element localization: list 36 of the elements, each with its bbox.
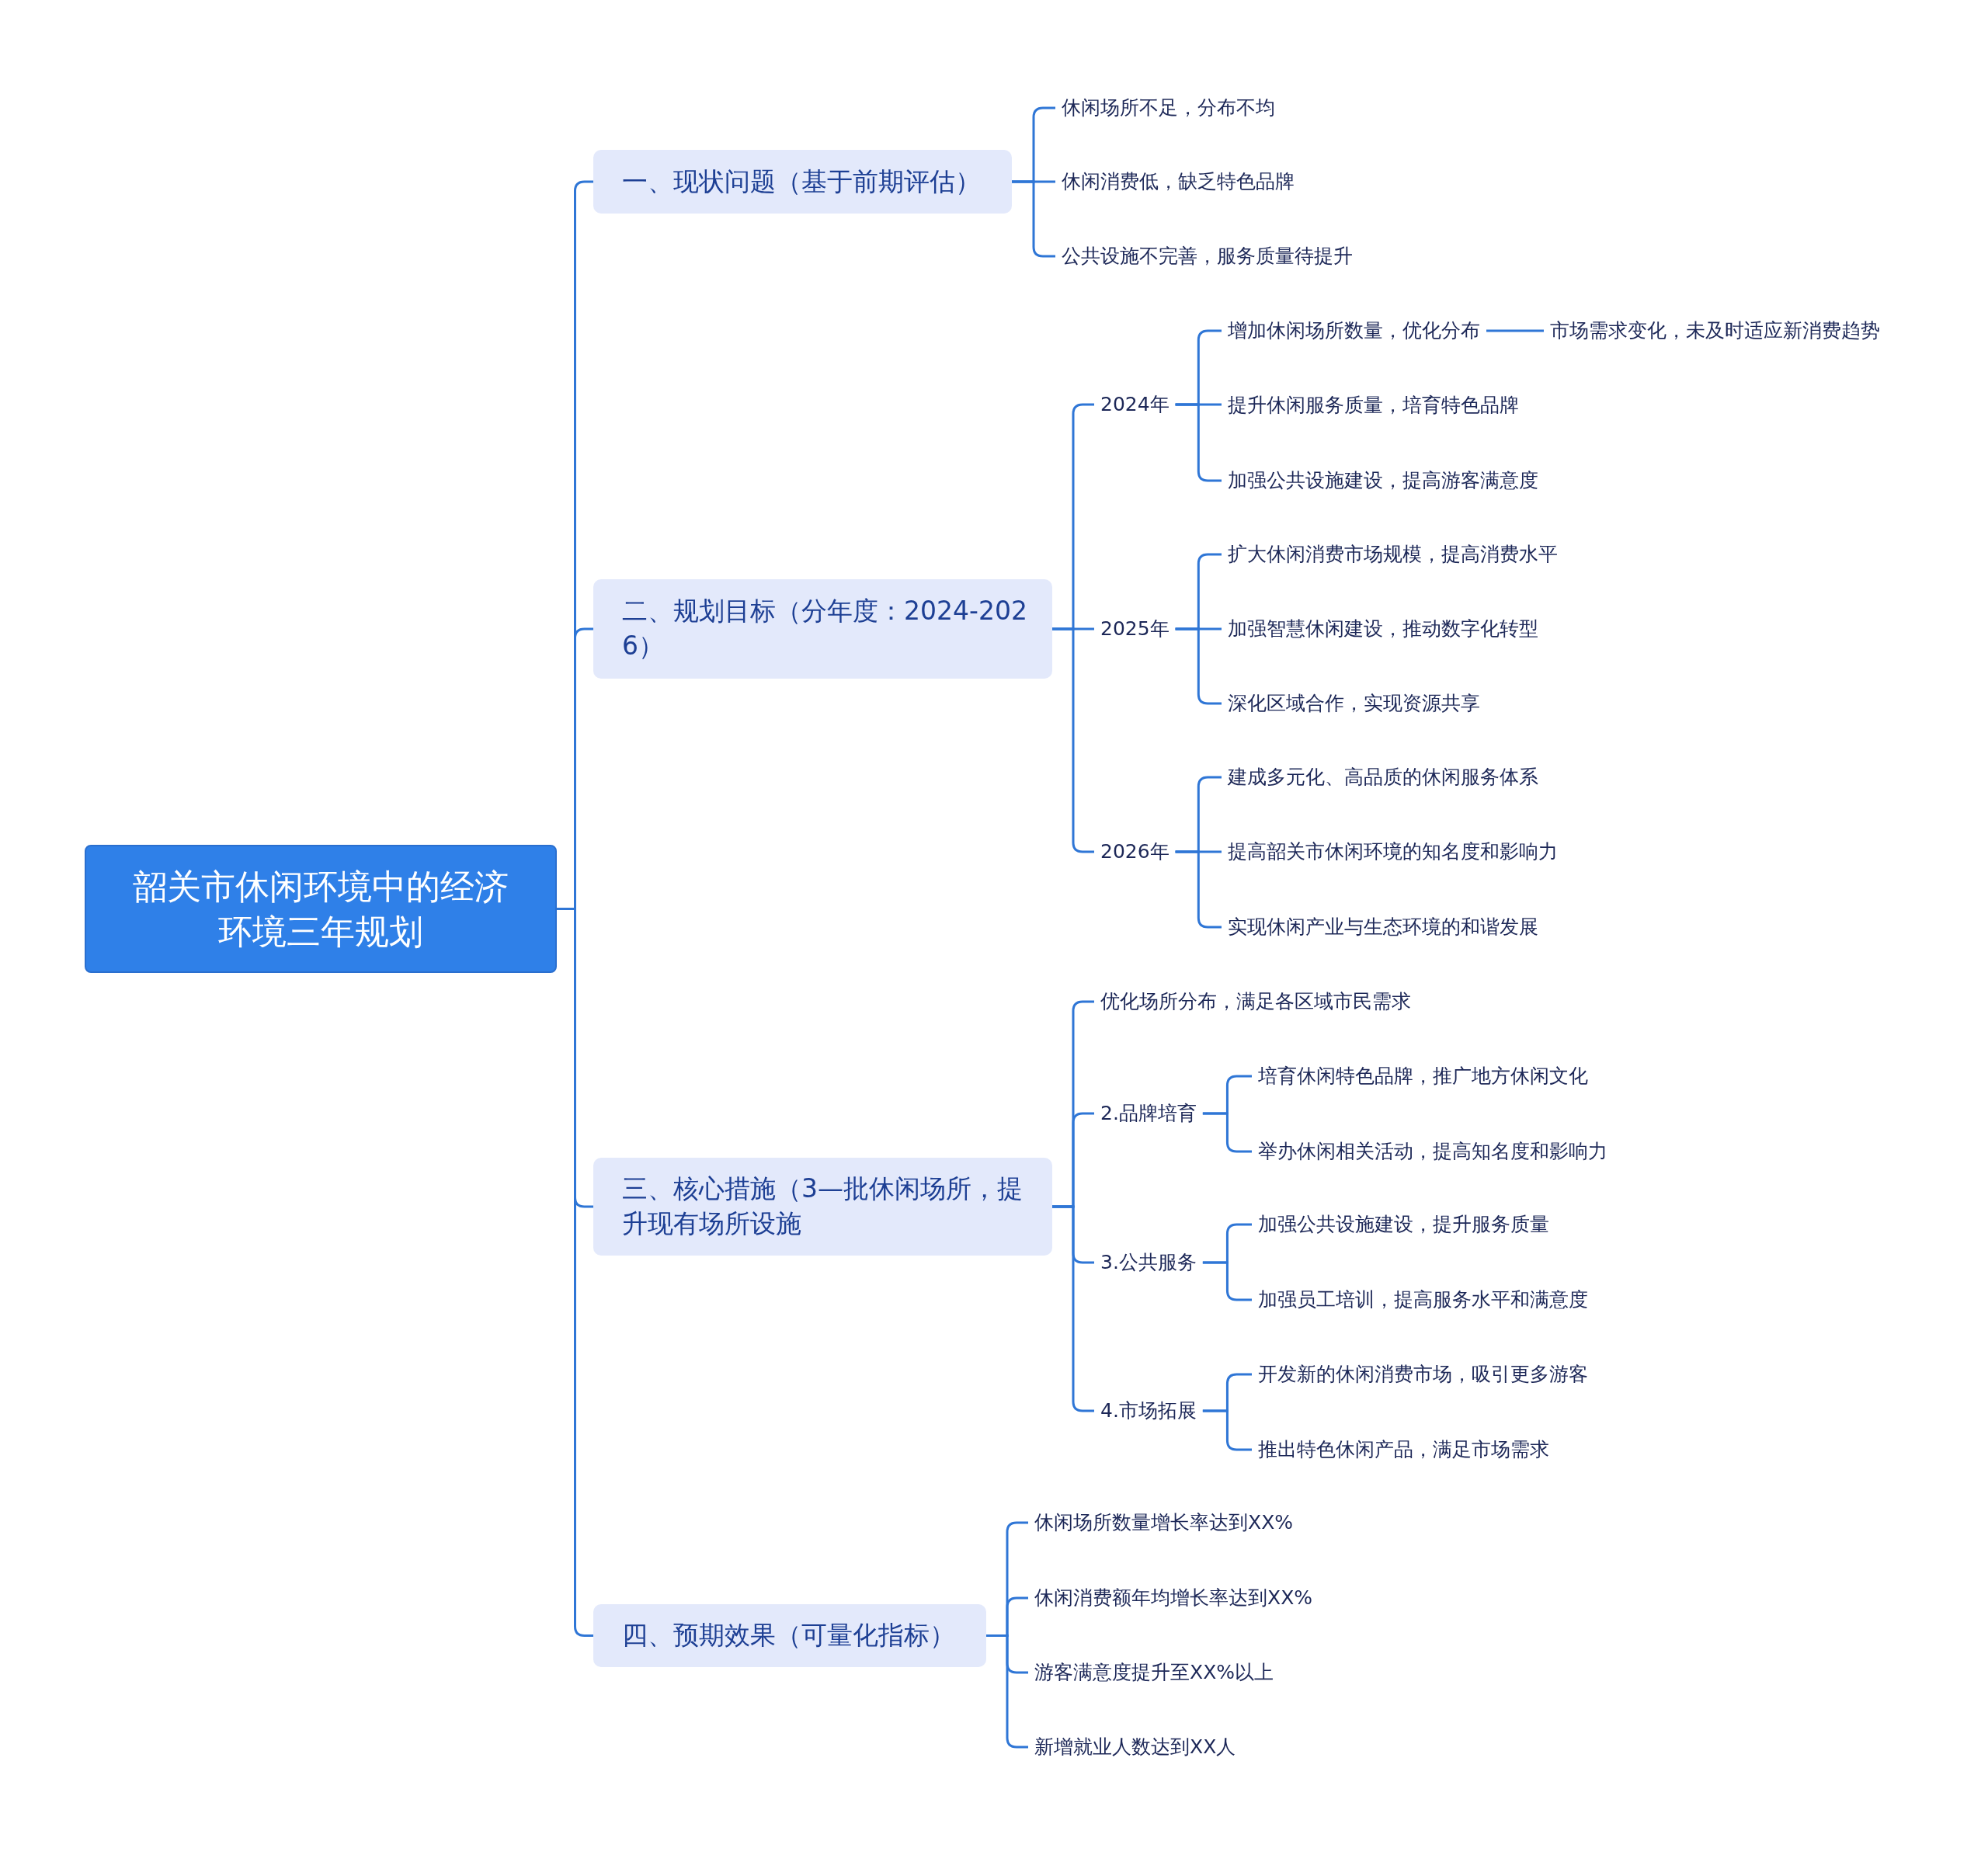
central-topic-box: 韶关市休闲环境中的经济环境三年规划 [85, 845, 557, 973]
subtopic-text: 提升休闲服务质量，培育特色品牌 [1222, 391, 1525, 420]
subtopic-text: 休闲消费额年均增长率达到XX% [1028, 1583, 1319, 1613]
topic-box: 二、规划目标（分年度：2024-2026） [593, 579, 1052, 679]
subtopic-text: 公共设施不完善，服务质量待提升 [1055, 241, 1359, 271]
connector-line [1486, 329, 1544, 332]
subtopic-text: 推出特色休闲产品，满足市场需求 [1252, 1435, 1555, 1464]
subtopic-text: 加强员工培训，提高服务水平和满意度 [1252, 1285, 1594, 1315]
subtopic-text: 加强公共设施建设，提高游客满意度 [1222, 466, 1545, 495]
subtopic-text: 深化区域合作，实现资源共享 [1222, 689, 1486, 718]
topic-box: 三、核心措施（3—批休闲场所，提升现有场所设施 [593, 1158, 1052, 1256]
topic-box: 四、预期效果（可量化指标） [593, 1604, 986, 1667]
subtopic-text: 市场需求变化，未及时适应新消费趋势 [1544, 316, 1886, 346]
subtopic-text: 实现休闲产业与生态环境的和谐发展 [1222, 912, 1545, 942]
subtopic-text: 4.市场拓展 [1094, 1396, 1203, 1426]
subtopic-text: 优化场所分布，满足各区域市民需求 [1094, 987, 1417, 1016]
subtopic-text: 休闲场所不足，分布不均 [1055, 93, 1281, 123]
topic-box: 一、现状问题（基于前期评估） [593, 150, 1012, 214]
subtopic-text: 休闲消费低，缺乏特色品牌 [1055, 167, 1301, 196]
subtopic-text: 举办休闲相关活动，提高知名度和影响力 [1252, 1137, 1614, 1166]
subtopic-text: 2026年 [1094, 837, 1176, 867]
subtopic-text: 加强智慧休闲建设，推动数字化转型 [1222, 614, 1545, 644]
subtopic-text: 3.公共服务 [1094, 1248, 1203, 1277]
subtopic-text: 培育休闲特色品牌，推广地方休闲文化 [1252, 1061, 1594, 1091]
subtopic-text: 2024年 [1094, 390, 1176, 419]
subtopic-text: 游客满意度提升至XX%以上 [1028, 1658, 1280, 1687]
subtopic-text: 提高韶关市休闲环境的知名度和影响力 [1222, 837, 1564, 867]
subtopic-text: 加强公共设施建设，提升服务质量 [1252, 1210, 1555, 1239]
subtopic-text: 开发新的休闲消费市场，吸引更多游客 [1252, 1360, 1594, 1389]
subtopic-text: 扩大休闲消费市场规模，提高消费水平 [1222, 540, 1564, 569]
subtopic-text: 建成多元化、高品质的休闲服务体系 [1222, 762, 1545, 792]
subtopic-text: 2025年 [1094, 614, 1176, 644]
subtopic-text: 增加休闲场所数量，优化分布 [1222, 316, 1486, 346]
subtopic-text: 新增就业人数达到XX人 [1028, 1732, 1242, 1762]
subtopic-text: 休闲场所数量增长率达到XX% [1028, 1508, 1299, 1537]
subtopic-text: 2.品牌培育 [1094, 1099, 1203, 1128]
